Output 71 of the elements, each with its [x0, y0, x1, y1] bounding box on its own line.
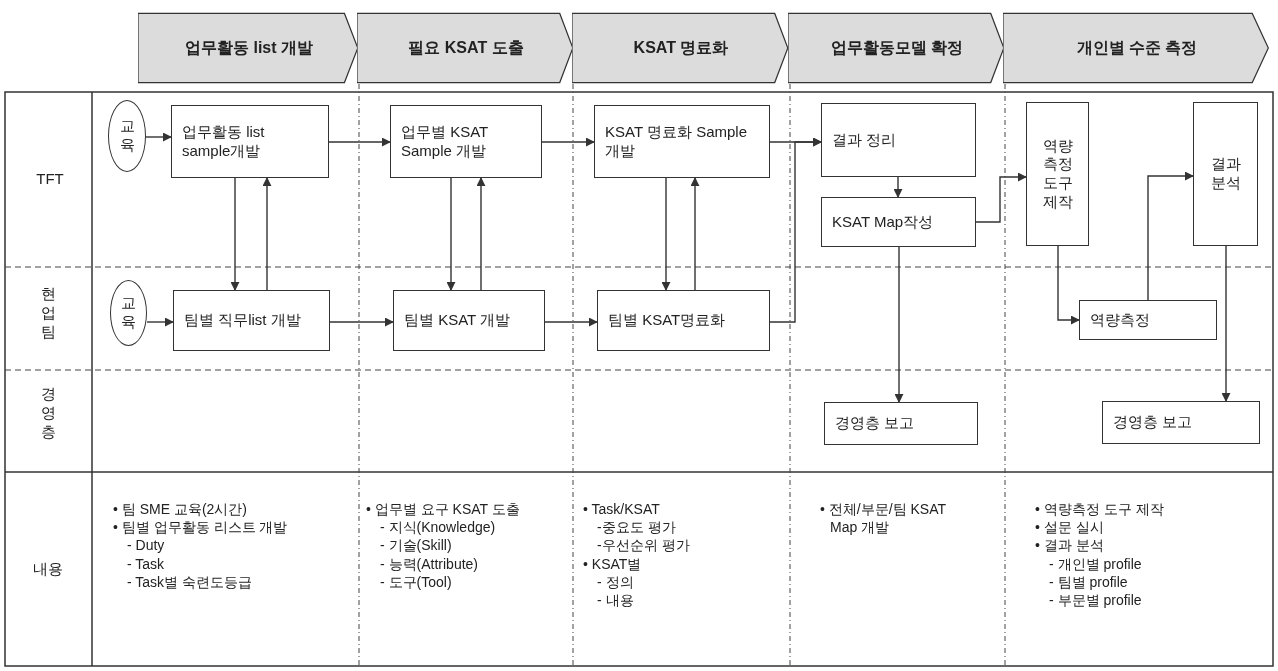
process-box: KSAT Map작성: [821, 197, 976, 247]
sub-item: - 팀별 profile: [1048, 572, 1129, 591]
arrow: [894, 246, 904, 403]
sub-item: -우선순위 평가: [596, 536, 691, 555]
sub-item: -중요도 평가: [596, 518, 677, 537]
arrow: [328, 137, 391, 147]
phase-title: 업무활동모델 확정: [830, 38, 964, 58]
process-box: 팀별 KSAT 개발: [393, 290, 545, 351]
phase-title: 개인별 수준 측정: [1076, 38, 1198, 58]
sub-item: - Duty: [126, 536, 166, 555]
bullet-item: • 팀 SME 교육(2시간): [113, 500, 249, 519]
sub-item: - 지식(Knowledge): [379, 518, 497, 537]
arrow: [690, 177, 700, 291]
arrow: [544, 317, 598, 327]
sub-item: - Task별 숙련도등급: [126, 572, 253, 591]
bullet-item: • Task/KSAT: [583, 500, 661, 519]
arrow: [146, 317, 174, 327]
phase-banner: [788, 12, 1006, 84]
sub-item: - 기술(Skill): [379, 536, 453, 555]
phase-banner: [357, 12, 575, 84]
sub-item: - 개인별 profile: [1048, 554, 1143, 573]
process-box: 역량측정: [1079, 300, 1217, 340]
process-box: 경영층 보고: [1102, 401, 1260, 444]
sub-item: - 도구(Tool): [379, 572, 453, 591]
phase-title: 필요 KSAT 도출: [408, 38, 524, 58]
oval-node: 교육: [108, 100, 146, 172]
bullet-item: • 결과 분석: [1035, 536, 1105, 555]
arrow: [446, 177, 456, 291]
bullet-item: • 설문 실시: [1035, 518, 1105, 537]
process-box: 팀별 KSAT명료화: [597, 290, 770, 351]
lane-label: 경영층: [39, 385, 57, 442]
sub-item: - 능력(Attribute): [379, 554, 479, 573]
phase-title: KSAT 명료화: [633, 38, 729, 58]
process-box: 결과 분석: [1193, 102, 1258, 246]
sub-item: - 정의: [596, 572, 635, 591]
arrow: [541, 137, 595, 147]
process-box: 결과 정리: [821, 103, 976, 177]
process-box: 역량 측정 도구 제작: [1026, 102, 1089, 246]
lane-label: 현업팀: [39, 285, 57, 342]
phase-title: 업무활동 list 개발: [185, 38, 313, 58]
arrow: [769, 137, 822, 323]
arrow: [145, 132, 172, 142]
process-box: 업무활동 list sample개발: [171, 105, 329, 178]
phase-banner: [1003, 12, 1271, 84]
oval-node: 교육: [110, 280, 147, 346]
phase-banner: [572, 12, 790, 84]
sub-item: - Task: [126, 554, 166, 573]
arrow: [1147, 171, 1194, 301]
arrow: [975, 172, 1027, 223]
sub-item: - 부문별 profile: [1048, 590, 1143, 610]
arrow: [1057, 245, 1080, 325]
bullet-item: • KSAT별: [583, 554, 643, 573]
sub-item: - 내용: [596, 590, 635, 610]
bullet-item: • 업무별 요구 KSAT 도출: [366, 500, 521, 519]
arrow: [476, 177, 486, 291]
arrow: [893, 176, 903, 198]
arrow: [1221, 245, 1231, 402]
bullet-item: • 전체/부문/팀 KSAT Map 개발: [820, 500, 947, 537]
arrow: [230, 177, 240, 291]
arrow: [262, 177, 272, 291]
bullet-item: • 팀별 업무활동 리스트 개발: [113, 518, 289, 537]
bullet-item: • 역량측정 도구 제작: [1035, 500, 1165, 519]
arrow: [329, 317, 394, 327]
arrow: [661, 177, 671, 291]
process-box: KSAT 명료화 Sample 개발: [594, 105, 770, 178]
lane-label: TFT: [35, 170, 65, 187]
phase-banner: [138, 12, 360, 84]
process-box: 팀별 직무list 개발: [173, 290, 330, 351]
lane-label: 내용: [31, 560, 64, 579]
process-box: 경영층 보고: [824, 402, 978, 445]
process-box: 업무별 KSAT Sample 개발: [390, 105, 542, 178]
